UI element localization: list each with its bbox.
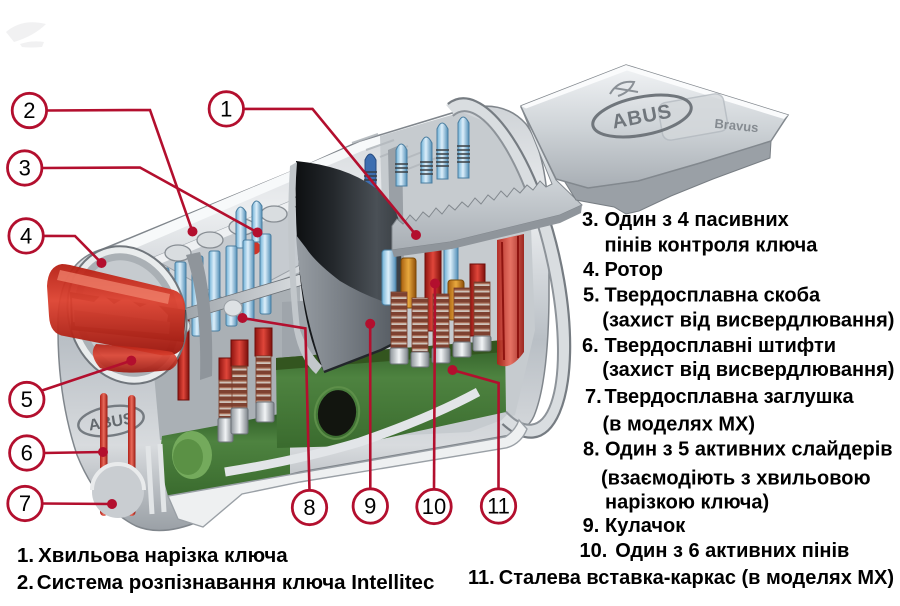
- svg-text:Хвильова нарізка ключа: Хвильова нарізка ключа: [38, 544, 288, 567]
- svg-text:Твердосплавна скоба: Твердосплавна скоба: [605, 285, 822, 307]
- svg-text:8: 8: [303, 495, 315, 520]
- svg-text:Твердосплавна заглушка: Твердосплавна заглушка: [605, 386, 855, 408]
- svg-text:3.: 3.: [582, 209, 599, 231]
- svg-text:Сталева вставка-каркас (в моде: Сталева вставка-каркас (в моделях МХ): [499, 567, 894, 589]
- svg-text:10.: 10.: [580, 540, 608, 562]
- svg-text:6.: 6.: [582, 335, 599, 357]
- svg-text:(взаємодіють з хвильовою: (взаємодіють з хвильовою: [601, 468, 871, 490]
- svg-text:Один з 4 пасивних: Один з 4 пасивних: [605, 209, 789, 231]
- svg-text:9: 9: [364, 494, 376, 519]
- svg-text:5: 5: [21, 387, 33, 412]
- svg-text:пінів контроля ключа: пінів контроля ключа: [605, 234, 819, 256]
- svg-text:Кулачок: Кулачок: [605, 515, 686, 537]
- svg-text:Bravus: Bravus: [714, 116, 759, 136]
- svg-text:7: 7: [19, 491, 31, 516]
- svg-text:4: 4: [20, 223, 32, 248]
- svg-text:8.: 8.: [583, 438, 600, 460]
- svg-text:нарізкою ключа): нарізкою ключа): [605, 492, 769, 514]
- svg-text:3: 3: [19, 156, 31, 181]
- svg-text:4.: 4.: [583, 259, 600, 281]
- svg-text:1: 1: [220, 96, 232, 121]
- svg-text:(захист від висвердлювання): (захист від висвердлювання): [602, 359, 894, 381]
- svg-text:Твердосплавні штифти: Твердосплавні штифти: [605, 335, 837, 357]
- svg-text:10: 10: [422, 494, 446, 519]
- svg-text:6: 6: [21, 441, 33, 466]
- svg-text:11: 11: [487, 494, 510, 519]
- svg-text:7.: 7.: [585, 386, 602, 408]
- svg-text:(захист від висвердлювання): (захист від висвердлювання): [602, 310, 894, 332]
- svg-text:1.: 1.: [17, 544, 34, 567]
- svg-text:Система розпізнавання ключа In: Система розпізнавання ключа Intellitec: [37, 571, 435, 594]
- svg-text:ABUS: ABUS: [88, 410, 136, 434]
- svg-text:2: 2: [23, 98, 35, 123]
- svg-text:9.: 9.: [583, 515, 600, 537]
- svg-text:Ротор: Ротор: [605, 259, 664, 281]
- svg-text:(в моделях МХ): (в моделях МХ): [603, 413, 756, 435]
- svg-text:Один з 5 активних слайдерів: Один з 5 активних слайдерів: [605, 438, 893, 460]
- svg-text:5.: 5.: [583, 285, 600, 307]
- svg-text:11.: 11.: [468, 567, 495, 589]
- svg-text:Один з 6 активних пінів: Один з 6 активних пінів: [615, 540, 849, 562]
- svg-text:2.: 2.: [17, 571, 34, 594]
